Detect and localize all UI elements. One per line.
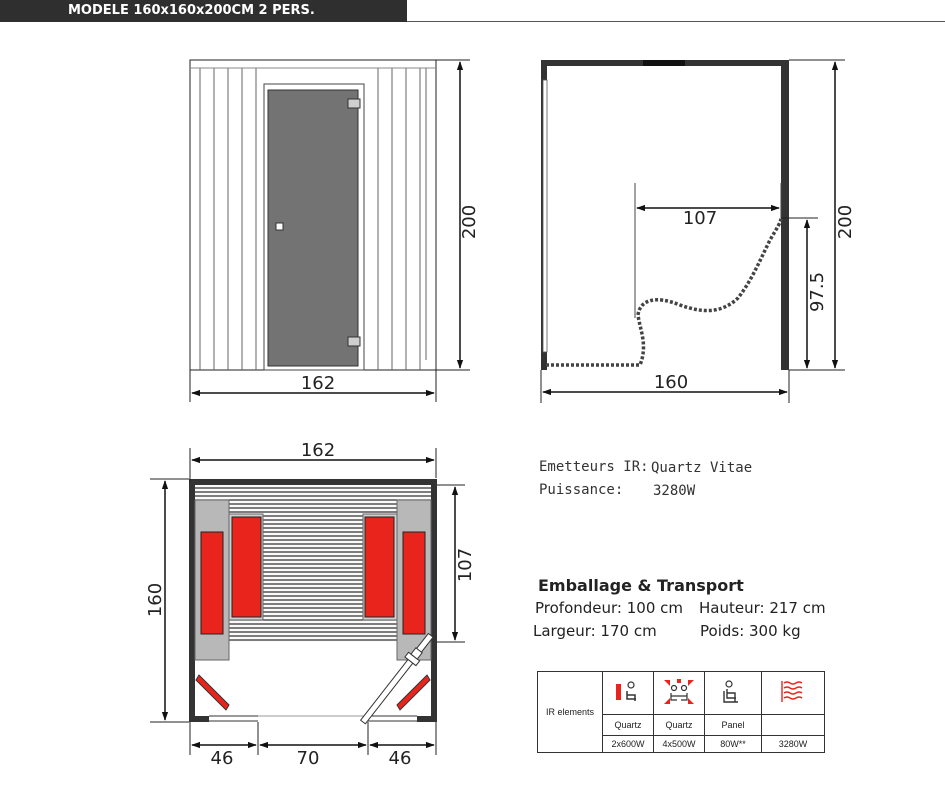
top-width-label: 162: [301, 440, 335, 461]
front-view: 200 162: [189, 59, 480, 402]
top-depth-label: 160: [145, 583, 166, 617]
packaging-title: Emballage & Transport: [538, 576, 744, 595]
door-hinge-top: [347, 98, 361, 109]
side-seat-height-label: 97.5: [807, 272, 828, 312]
top-right-width-label: 46: [389, 748, 412, 769]
side-height-label: 200: [835, 205, 856, 239]
ir-heater-left-outer: [200, 531, 224, 635]
ir-power-1: 2x600W: [602, 735, 654, 753]
heat-waves-icon: [781, 681, 803, 702]
packaging-width: Largeur: 170 cm: [533, 622, 657, 640]
front-height-label: 200: [459, 205, 480, 239]
ir-heater-right-inner: [364, 516, 395, 618]
ir-icon-cell-3: [704, 671, 762, 715]
ir-elements-table: IR elements: [537, 671, 825, 753]
seat-heater-icon: [616, 681, 636, 701]
seated-person-outline: [546, 217, 783, 367]
door-swing: [359, 632, 434, 725]
packaging-height: Hauteur: 217 cm: [699, 599, 826, 617]
ir-type-1: Quartz: [602, 714, 654, 736]
top-left-width-label: 46: [211, 748, 234, 769]
power-label: Puissance:: [539, 482, 624, 498]
top-door-width-label: 70: [297, 748, 320, 769]
ir-type-3: Panel: [704, 714, 762, 736]
ir-type-4: [761, 714, 825, 736]
side-inner-width-label: 107: [683, 208, 717, 229]
top-bench-label: 107: [455, 548, 476, 582]
packaging-weight: Poids: 300 kg: [700, 622, 801, 640]
side-width-label: 160: [654, 372, 688, 393]
ir-icon-cell-4: [761, 671, 825, 715]
ir-type-2: Quartz: [653, 714, 705, 736]
seated-person-icon: [723, 680, 738, 703]
ir-power-total: 3280W: [761, 735, 825, 753]
title-underline: [407, 21, 945, 22]
front-width-label: 162: [301, 373, 335, 394]
page-title: MODELE 160x160x200CM 2 PERS.: [0, 0, 407, 22]
ir-power-3: 80W**: [704, 735, 762, 753]
power-value: 3280W: [653, 483, 696, 499]
emitters-label: Emetteurs IR:: [539, 459, 649, 475]
door-handle: [275, 222, 284, 231]
ir-icon-cell-2: [653, 671, 705, 715]
ir-heater-right-outer: [402, 531, 426, 635]
corner-heater-right: [396, 674, 431, 711]
side-view: 107 200 97.5 160: [540, 59, 856, 403]
corner-heater-left: [195, 674, 230, 711]
front-wall-planks: [199, 68, 427, 370]
packaging-depth: Profondeur: 100 cm: [535, 599, 684, 617]
ir-power-2: 4x500W: [653, 735, 705, 753]
top-view: 162: [145, 440, 476, 769]
ir-heater-left-inner: [231, 516, 262, 618]
emitters-value: Quartz Vitae: [651, 460, 753, 476]
ir-icon-cell-1: [602, 671, 654, 715]
multi-heater-icon: [664, 679, 694, 704]
door-hinge-bottom: [347, 336, 361, 347]
ir-row-label: IR elements: [537, 671, 603, 753]
